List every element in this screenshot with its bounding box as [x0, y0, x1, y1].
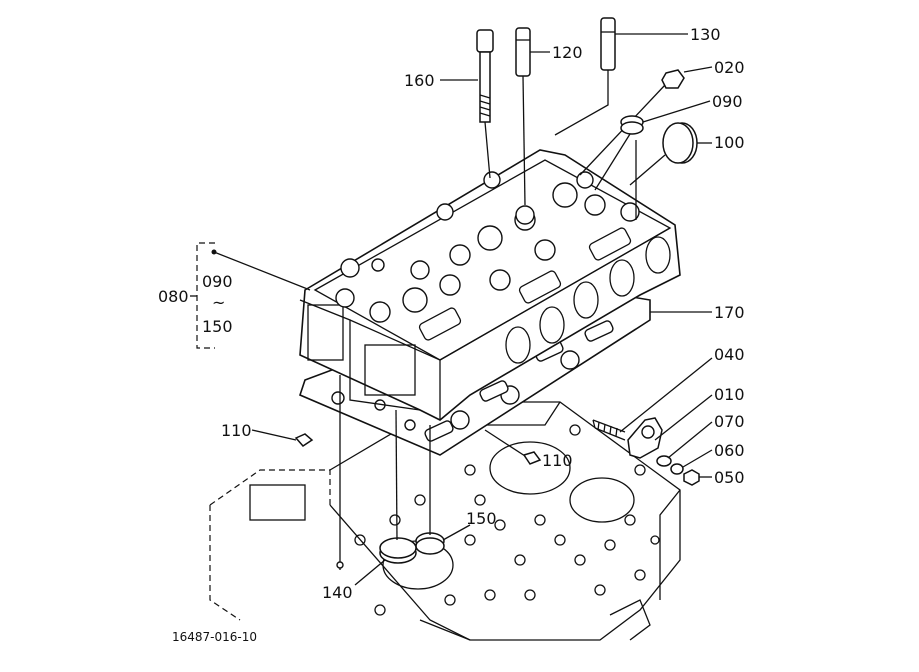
callout-060: 060 [714, 441, 745, 460]
valve-guide-120 [515, 27, 550, 206]
figure-code: 16487-016-10 [172, 630, 257, 644]
callout-120: 120 [552, 43, 583, 62]
washer-070 [656, 421, 713, 467]
cap-100 [629, 122, 712, 220]
callout-020: 020 [714, 58, 745, 77]
plug-110-mid [484, 429, 542, 465]
callout-160: 160 [404, 71, 435, 90]
callout-170: 170 [714, 303, 745, 322]
group-label-080: 080 [158, 287, 189, 306]
group-range-from: 090 [202, 272, 233, 291]
callout-130: 130 [690, 25, 721, 44]
valve-guide-130 [554, 17, 688, 136]
callout-050: 050 [714, 468, 745, 487]
nut-050 [683, 469, 712, 486]
seal-090 [594, 100, 711, 191]
callout-040: 040 [714, 345, 745, 364]
group-range-tilde: ~ [212, 293, 225, 312]
seal-140 [354, 409, 417, 586]
callout-010: 010 [714, 385, 745, 404]
cylinder-head [299, 149, 681, 421]
group-range-to: 150 [202, 317, 233, 336]
head-bolt-160 [440, 29, 494, 179]
callout-070: 070 [714, 412, 745, 431]
group-080-bracket [190, 242, 311, 349]
callout-140: 140 [322, 583, 353, 602]
bracket-010 [627, 394, 713, 459]
washer-060 [670, 449, 713, 475]
callout-090: 090 [712, 92, 743, 111]
dowel-pin [336, 561, 344, 569]
plug-020 [579, 66, 713, 176]
callout-110-left: 110 [221, 421, 252, 440]
callout-150: 150 [466, 509, 497, 528]
callout-110-mid: 110 [542, 451, 573, 470]
plug-110-left [251, 429, 314, 447]
seal-150 [415, 425, 471, 555]
stud-040 [592, 357, 713, 441]
callout-100: 100 [714, 133, 745, 152]
